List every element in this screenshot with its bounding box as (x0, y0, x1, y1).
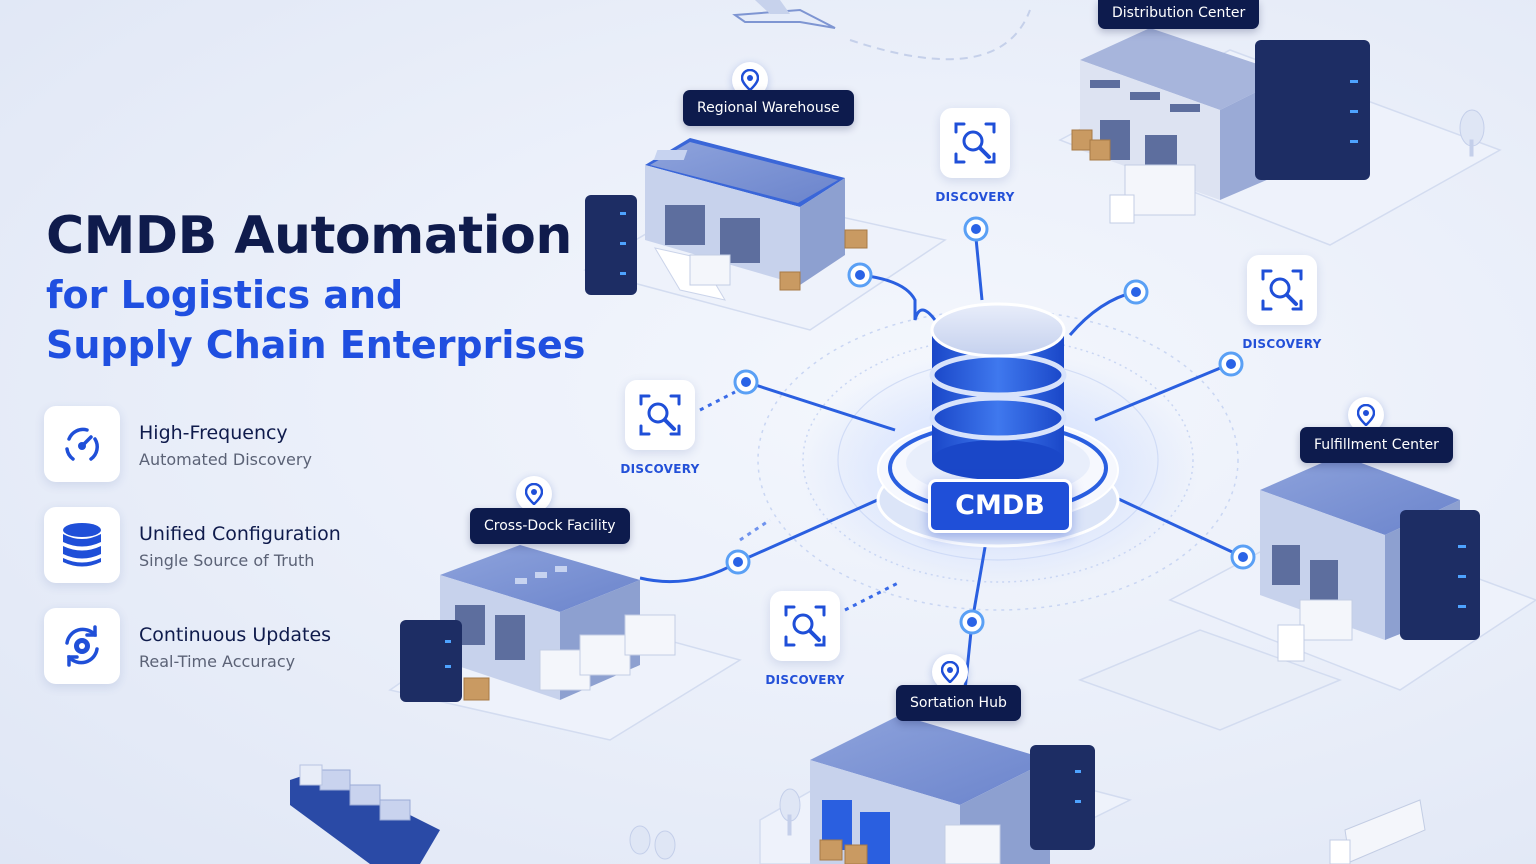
discovery-magnifier-icon (770, 591, 840, 661)
discovery-label: DISCOVERY (620, 462, 700, 476)
discovery-badge: DISCOVERY (1222, 255, 1342, 351)
feature-item: Unified Configuration Single Source of T… (44, 506, 341, 584)
feature-list: High-Frequency Automated Discovery Unifi… (44, 405, 341, 708)
feature-desc: Real-Time Accuracy (139, 651, 296, 671)
feature-title: Unified Configuration (139, 522, 341, 545)
feature-item: High-Frequency Automated Discovery (44, 405, 341, 483)
discovery-magnifier-icon (940, 108, 1010, 178)
discovery-badge: DISCOVERY (600, 380, 720, 476)
feature-title: Continuous Updates (139, 623, 332, 646)
location-pin-icon (516, 476, 552, 512)
node-label-fulfillment-center: Fulfillment Center (1300, 427, 1453, 463)
feature-desc: Single Source of Truth (139, 550, 315, 570)
node-label-cross-dock-facility: Cross-Dock Facility (470, 508, 630, 544)
discovery-magnifier-icon (1247, 255, 1317, 325)
page-subtitle-line-1: for Logistics and (46, 273, 404, 317)
trees (629, 109, 1485, 860)
delivery-truck (1329, 799, 1426, 864)
feature-item: Continuous Updates Real-Time Accuracy (44, 607, 341, 685)
airplane (732, 0, 836, 29)
discovery-label: DISCOVERY (1242, 337, 1322, 351)
discovery-label: DISCOVERY (765, 673, 845, 687)
regional-warehouse-building (585, 138, 868, 301)
node-label-regional-warehouse: Regional Warehouse (683, 90, 854, 126)
flight-path (849, 9, 1031, 61)
title-block: CMDB Automation for Logistics and Supply… (46, 206, 585, 370)
distribution-center-building (1071, 28, 1370, 224)
cross-dock-facility-building (400, 545, 676, 702)
discovery-label: DISCOVERY (935, 190, 1015, 204)
fulfillment-center-building (1260, 455, 1480, 662)
discovery-badge: DISCOVERY (745, 591, 865, 687)
dashed-arrows (699, 390, 901, 612)
connection-nodes (725, 216, 1256, 635)
feature-title: High-Frequency (139, 421, 288, 444)
cargo-ship (290, 764, 440, 864)
discovery-magnifier-icon (625, 380, 695, 450)
cmdb-hub-label: CMDB (928, 479, 1072, 533)
radar-icon (44, 406, 120, 482)
gear-refresh-icon (44, 608, 120, 684)
page-title: CMDB Automation (46, 206, 572, 266)
feature-desc: Automated Discovery (139, 449, 312, 469)
node-label-sortation-hub: Sortation Hub (896, 685, 1021, 721)
database-icon (44, 507, 120, 583)
location-pin-icon (932, 654, 968, 690)
page-subtitle-line-2: Supply Chain Enterprises (46, 323, 586, 367)
discovery-badge: DISCOVERY (915, 108, 1035, 204)
node-label-distribution-center: Distribution Center (1098, 0, 1260, 29)
sortation-hub-building (810, 715, 1095, 864)
